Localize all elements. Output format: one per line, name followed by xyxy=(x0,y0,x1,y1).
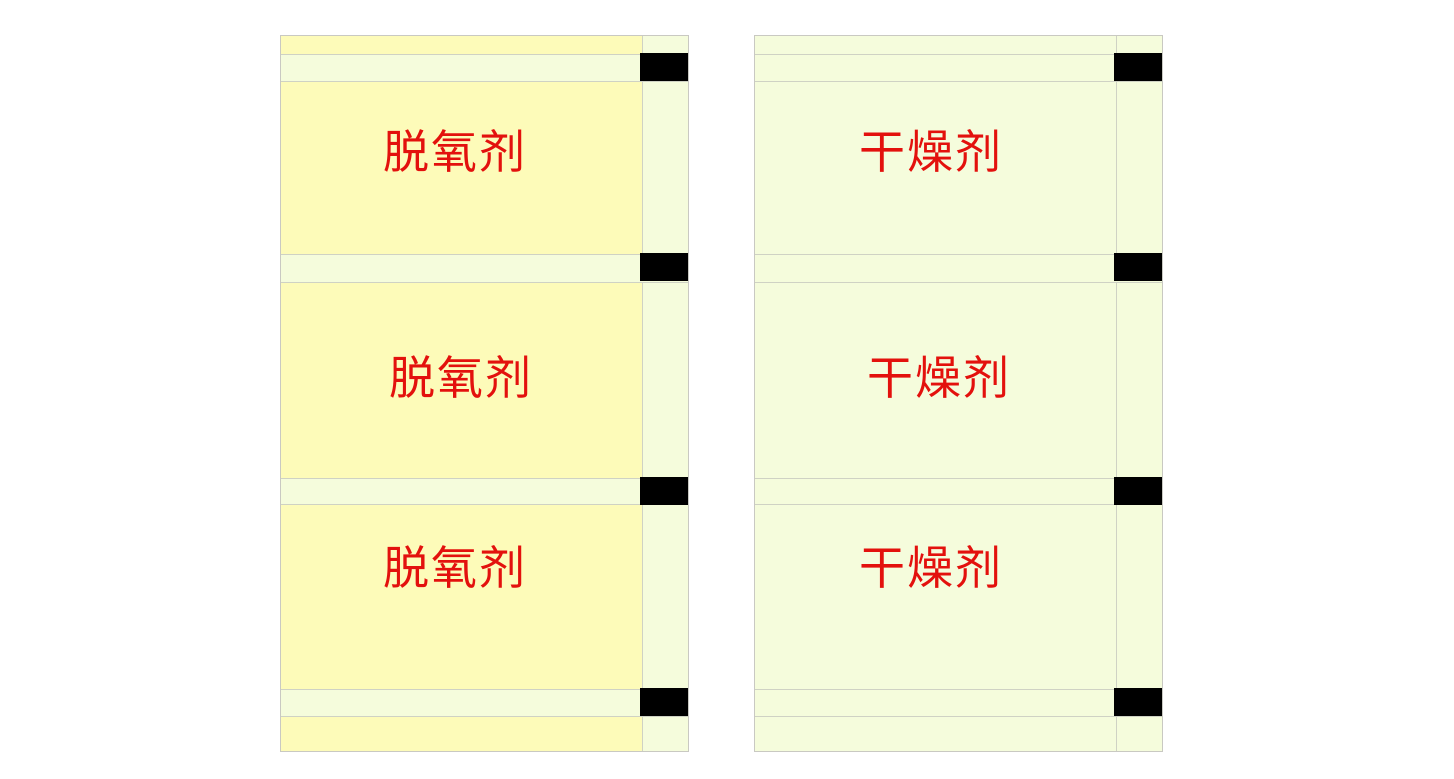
packet-label: 干燥剂 xyxy=(859,541,1003,595)
seal-band xyxy=(281,478,688,505)
cut-marker xyxy=(640,253,688,281)
seal-band xyxy=(755,689,1162,717)
cut-marker xyxy=(640,477,688,505)
cut-marker xyxy=(640,688,688,716)
seal-band xyxy=(281,689,688,717)
cut-marker xyxy=(1114,688,1162,716)
seal-band xyxy=(755,254,1162,283)
cut-marker xyxy=(1114,477,1162,505)
side-rail xyxy=(1116,36,1162,751)
packet-label: 脱氧剂 xyxy=(383,541,527,595)
seal-band xyxy=(755,54,1162,82)
packet-label: 脱氧剂 xyxy=(383,125,527,179)
deoxidizer-packet-strip: 脱氧剂 脱氧剂 脱氧剂 xyxy=(280,35,689,752)
seal-band xyxy=(281,254,688,283)
side-rail xyxy=(642,36,688,751)
packet-label: 干燥剂 xyxy=(859,125,1003,179)
packet-label: 干燥剂 xyxy=(867,351,1011,405)
seal-band xyxy=(755,478,1162,505)
seal-band xyxy=(281,54,688,82)
cut-marker xyxy=(1114,253,1162,281)
cut-marker xyxy=(640,53,688,81)
cut-marker xyxy=(1114,53,1162,81)
desiccant-packet-strip: 干燥剂 干燥剂 干燥剂 xyxy=(754,35,1163,752)
packet-label: 脱氧剂 xyxy=(389,351,533,405)
